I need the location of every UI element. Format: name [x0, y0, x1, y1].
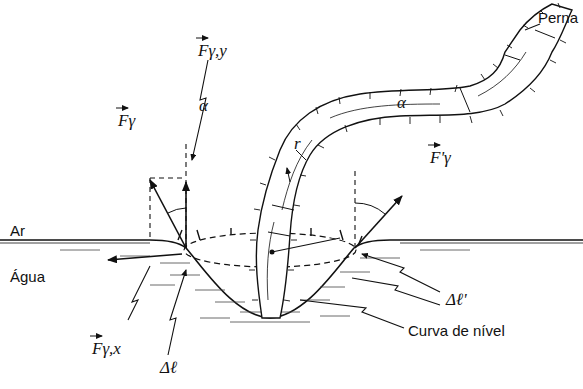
angle-symbol: α — [395, 93, 408, 112]
length-symbol: Δℓ — [158, 358, 179, 377]
water-surface — [0, 240, 583, 318]
radius-line — [272, 238, 340, 252]
vector-symbol: Fγ,x — [90, 339, 123, 358]
leader-lines — [128, 24, 540, 355]
angle-symbol: α — [197, 96, 210, 115]
vector-symbol: Fγ — [116, 111, 137, 130]
vector-symbol: F'γ — [428, 148, 453, 167]
right-force — [355, 168, 402, 248]
curve-label: Curva de nível — [406, 322, 507, 339]
vector-symbol: Fγ,y — [196, 41, 229, 60]
length-symbol: Δℓ' — [444, 290, 469, 309]
length-ticks — [178, 228, 362, 246]
left-force — [108, 140, 186, 260]
radius-symbol: r — [292, 134, 303, 153]
vector-bars — [90, 38, 440, 336]
medium-label: Água — [8, 268, 47, 285]
part-label: Perna — [536, 9, 580, 26]
radius-pointer — [287, 168, 290, 182]
medium-label: Ar — [8, 222, 27, 239]
insect-leg — [249, 3, 572, 318]
